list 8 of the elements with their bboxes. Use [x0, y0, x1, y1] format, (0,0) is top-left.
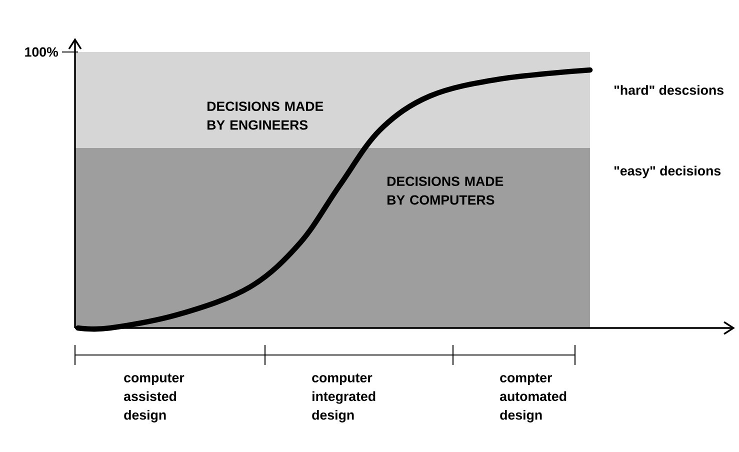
axis-label: 100%: [25, 47, 58, 57]
phase-label: computer assisted design: [124, 374, 184, 422]
side-label: "hard" descsions: [614, 85, 724, 95]
region-label: DECISIONS MADE BY ENGINEERS: [208, 102, 324, 130]
phase-label: computer integrated design: [312, 374, 376, 422]
phase-label: compter automated design: [500, 374, 566, 422]
region-label: DECISIONS MADE BY COMPUTERS: [388, 176, 504, 205]
side-label: "easy" decisions: [614, 166, 721, 178]
